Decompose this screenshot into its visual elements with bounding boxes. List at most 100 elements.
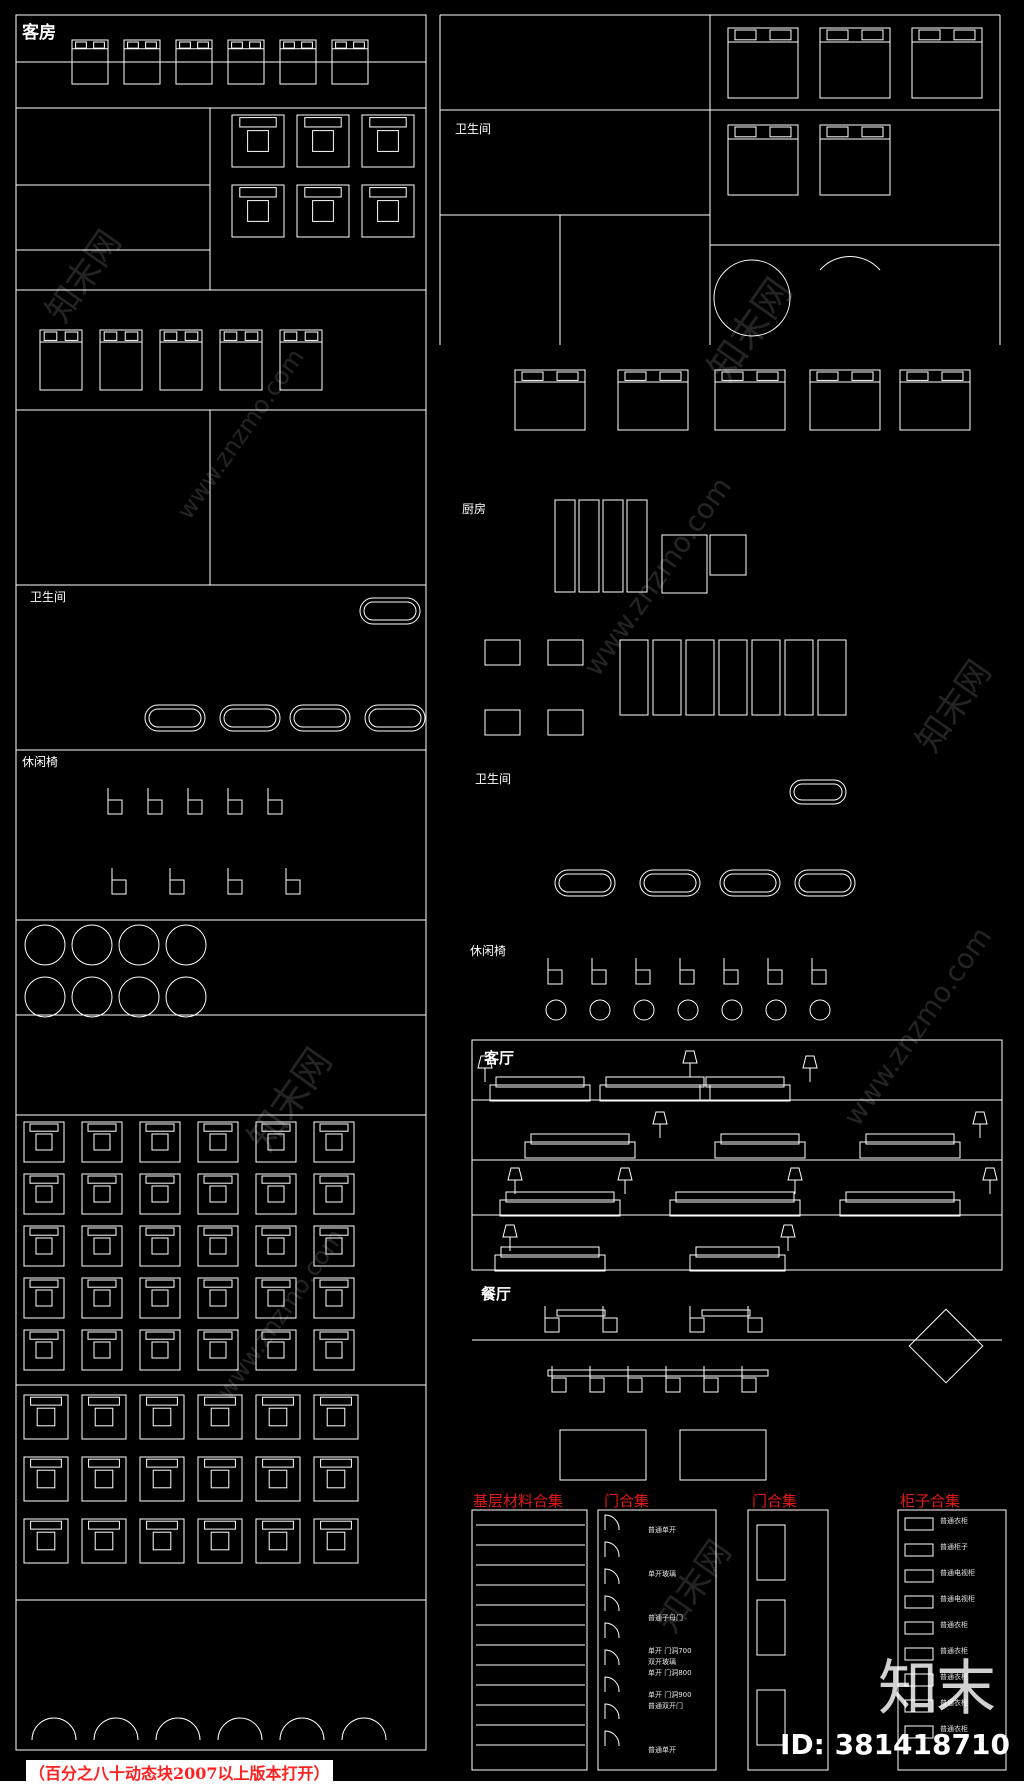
bathtub-symbol — [148, 708, 202, 728]
bathtub-symbol — [293, 708, 347, 728]
lamp-symbol — [982, 1167, 998, 1181]
cabinet-item: 普通电视柜 — [940, 1595, 975, 1603]
sofa-set-symbol — [320, 1396, 352, 1406]
sofa-set-symbol — [87, 1227, 117, 1236]
door-swing-symbol — [604, 1541, 620, 1558]
bathtub-symbol — [219, 704, 281, 732]
sofa-elevation-symbol — [499, 1199, 621, 1217]
sofa-elevation-symbol — [839, 1199, 961, 1217]
sofa-set-symbol — [261, 1175, 291, 1184]
curved-sofa-symbol — [819, 256, 881, 271]
bathtub-symbol — [554, 869, 616, 897]
bed-symbol — [159, 329, 203, 391]
sofa-set-symbol — [268, 1531, 288, 1551]
curved-sofa-symbol — [341, 1717, 387, 1741]
sofa-set-symbol — [29, 1331, 59, 1340]
sofa-set-symbol — [267, 1341, 285, 1359]
sofa-elevation-symbol — [859, 1141, 961, 1159]
bed-symbol — [941, 371, 964, 381]
sofa-set-symbol — [151, 1237, 169, 1255]
chair-symbol — [544, 1317, 560, 1333]
chair-symbol — [665, 1377, 681, 1393]
bed-symbol — [514, 369, 586, 431]
curved-sofa-symbol — [155, 1717, 201, 1741]
round-table-symbol — [165, 976, 207, 1018]
bed-symbol — [145, 41, 157, 49]
sofa-set-symbol — [325, 1185, 343, 1203]
desk-symbol — [484, 709, 521, 736]
bathtub-symbol — [793, 783, 843, 801]
door-swing-symbol — [604, 1703, 620, 1720]
door-swing-symbol — [604, 1730, 620, 1747]
sofa-elevation-symbol — [524, 1141, 636, 1159]
chair-symbol — [547, 969, 563, 985]
round-table-symbol — [24, 976, 66, 1018]
sofa-set-symbol — [313, 1456, 359, 1502]
sofa-set-symbol — [203, 1175, 233, 1184]
round-table-symbol — [24, 924, 66, 966]
bathtub-symbol — [719, 869, 781, 897]
cabinet-symbol — [904, 1725, 934, 1739]
bed-symbol — [279, 39, 317, 85]
sofa-set-symbol — [81, 1329, 123, 1371]
wardrobe-symbol — [784, 639, 814, 716]
bed-symbol — [769, 126, 792, 138]
chair-symbol — [107, 799, 123, 815]
bed-symbol — [734, 126, 757, 138]
lamp-symbol — [682, 1050, 698, 1064]
door-item: 普通双开门 — [648, 1702, 683, 1710]
sofa-set-symbol — [151, 1289, 169, 1307]
sofa-set-symbol — [255, 1394, 301, 1440]
collection-label-doors-2: 门合集 — [752, 1492, 798, 1510]
sofa-set-symbol — [87, 1279, 117, 1288]
section-label-dining-room: 餐厅 — [481, 1285, 512, 1303]
window-symbol — [709, 534, 747, 576]
sofa-set-symbol — [210, 1531, 230, 1551]
bed-symbol — [331, 39, 369, 85]
sofa-set-symbol — [361, 114, 415, 168]
sofa-set-symbol — [197, 1518, 243, 1564]
door-item-list: 普通单开 单开玻璃 普通子母门 双开玻璃 普通双开门 普通单开 — [648, 1508, 683, 1772]
chair-symbol — [767, 969, 783, 985]
sofa-set-symbol — [23, 1456, 69, 1502]
bathtub-symbol — [794, 869, 856, 897]
sofa-set-symbol — [94, 1407, 114, 1427]
file-id: ID: 381418710 — [780, 1728, 1010, 1761]
kitchen-unit-symbol — [626, 499, 648, 593]
sofa-set-symbol — [146, 1520, 178, 1530]
sofa-set-symbol — [369, 117, 407, 128]
sofa-set-symbol — [296, 184, 350, 238]
sofa-set-symbol — [146, 1458, 178, 1468]
bed-symbol — [283, 331, 298, 341]
sofa-set-symbol — [361, 184, 415, 238]
chair-symbol — [589, 1377, 605, 1393]
sofa-set-symbol — [255, 1121, 297, 1163]
section-label-bathroom-left: 卫生间 — [30, 590, 67, 604]
section-label-lounge-left: 休闲椅 — [22, 755, 59, 769]
wardrobe-symbol — [718, 639, 748, 716]
sofa-set-symbol — [35, 1185, 53, 1203]
chair-symbol — [111, 879, 127, 895]
cabinet-item-list: 普通衣柜 普通柜子 普通电视柜 普通电视柜 普通衣柜 普通衣柜 普通衣柜 普通衣… — [940, 1508, 975, 1742]
lamp-symbol — [507, 1167, 523, 1181]
footer-note: （百分之八十动态块2007以上版本打开） — [26, 1760, 333, 1784]
sofa-set-symbol — [151, 1133, 169, 1151]
door-elevation-symbol — [756, 1599, 786, 1656]
lounge-chair-plan-symbol — [809, 999, 831, 1021]
lounge-chair-plan-symbol — [765, 999, 787, 1021]
bathtub-symbol — [363, 601, 417, 621]
chair-symbol — [169, 879, 185, 895]
door-item: 单开 门洞900 — [648, 1691, 692, 1699]
sofa-set-symbol — [81, 1394, 127, 1440]
sofa-set-symbol — [204, 1396, 236, 1406]
bed-symbol — [39, 329, 83, 391]
chair-symbol — [551, 1377, 567, 1393]
collection-label-base-materials: 基层材料合集 — [473, 1492, 564, 1510]
lamp-symbol — [617, 1167, 633, 1181]
door-item: 双开玻璃 — [648, 1658, 676, 1666]
cabinet-item: 普通衣柜 — [940, 1517, 968, 1525]
door-elevation-symbol — [756, 1524, 786, 1581]
bathtub-symbol — [359, 597, 421, 625]
sofa-set-symbol — [313, 1225, 355, 1267]
wardrobe-symbol — [817, 639, 847, 716]
